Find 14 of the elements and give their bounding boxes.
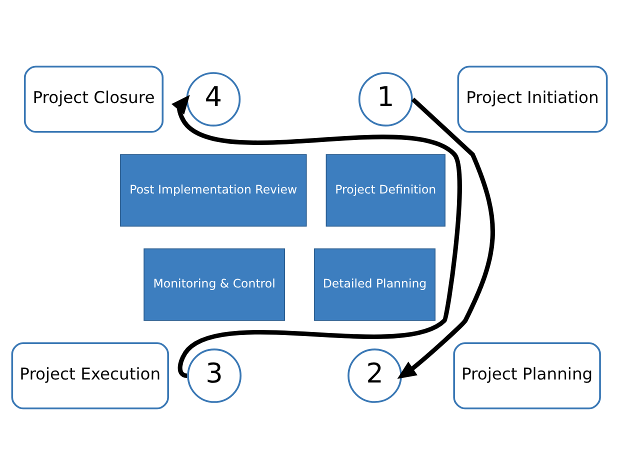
arrow: [397, 98, 495, 379]
node-box: Project Definition: [326, 154, 446, 227]
node-box: Project Initiation: [457, 66, 608, 133]
node-box: Project Execution: [11, 342, 169, 410]
node-circle: 1: [358, 72, 413, 126]
node-box: Post Implementation Review: [120, 154, 307, 227]
node-box: Project Planning: [453, 342, 601, 410]
node-box: Project Closure: [24, 66, 164, 133]
arrow: [171, 94, 462, 378]
node-box: Monitoring & Control: [144, 248, 286, 321]
node-box: Detailed Planning: [314, 248, 436, 321]
node-circle: 2: [348, 348, 402, 403]
node-circle: 3: [187, 348, 242, 403]
node-circle: 4: [186, 72, 241, 126]
